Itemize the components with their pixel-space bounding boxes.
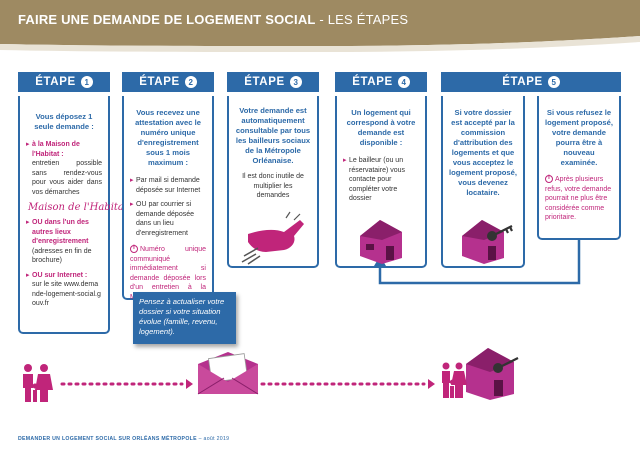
family-house-icon xyxy=(442,348,519,400)
header-banner: FAIRE UNE DEMANDE DE LOGEMENT SOCIAL - L… xyxy=(0,0,640,52)
footer: DEMANDER UN LOGEMENT SOCIAL SUR ORLÉANS … xyxy=(18,436,230,442)
house-icon xyxy=(360,220,402,264)
step-5-number: 5 xyxy=(547,76,560,88)
step-2-number: 2 xyxy=(184,76,197,88)
step-1-bullet-lieux: OU dans l'un des autres lieux d'enregist… xyxy=(26,218,102,266)
step-3-text: Il est donc inutile de multiplier les de… xyxy=(242,173,304,199)
envelope-icon xyxy=(197,352,259,395)
info-icon: i xyxy=(130,245,138,254)
step-4-heading: Un logement qui correspond à votre deman… xyxy=(346,108,416,147)
maison-habitat-logo: Maison de l'Habitat xyxy=(28,202,128,213)
key-icon xyxy=(487,231,497,241)
hand-icon xyxy=(241,211,304,265)
step-3-heading: Votre demande est automatiquement consul… xyxy=(235,106,311,165)
step-3-number: 3 xyxy=(289,76,302,88)
family-icon xyxy=(23,364,53,402)
step-4-bullet-bailleur: Le bailleur (ou un réservataire) vous co… xyxy=(343,156,419,204)
step-1-bullet-internet: OU sur Internet : sur le site www.demand… xyxy=(26,271,102,309)
step-1-number: 1 xyxy=(80,76,93,88)
header-wave xyxy=(0,0,640,52)
page-title: FAIRE UNE DEMANDE DE LOGEMENT SOCIAL - L… xyxy=(18,12,409,27)
step-5-accept-text: Si votre dossier est accepté par la comm… xyxy=(449,108,517,197)
step-5-refuse-card: Si vous refusez le logement proposé, vot… xyxy=(537,96,621,240)
step-1-heading: Vous déposez 1 seule demande : xyxy=(34,112,94,131)
info-icon: i xyxy=(545,175,553,184)
step-1-bullet-maison: à la Maison de l'Habitat : entretien pos… xyxy=(26,140,102,197)
step-2-heading: Vous recevez une attestation avec le num… xyxy=(135,108,201,167)
step-5-refuse-heading: Si vous refusez le logement proposé, vot… xyxy=(545,108,613,167)
step-2-bullet-courrier: OU par courrier si demande déposée dans … xyxy=(130,200,206,238)
house-key-icon xyxy=(462,220,513,264)
step-4-number: 4 xyxy=(397,76,410,88)
step-2-bullet-mail: Par mail si demande déposée sur Internet xyxy=(130,176,206,195)
step-1-card: Vous déposez 1 seule demande : à la Mais… xyxy=(18,96,128,334)
update-reminder-note: Pensez à actualiser votre dossier si vot… xyxy=(133,292,236,344)
